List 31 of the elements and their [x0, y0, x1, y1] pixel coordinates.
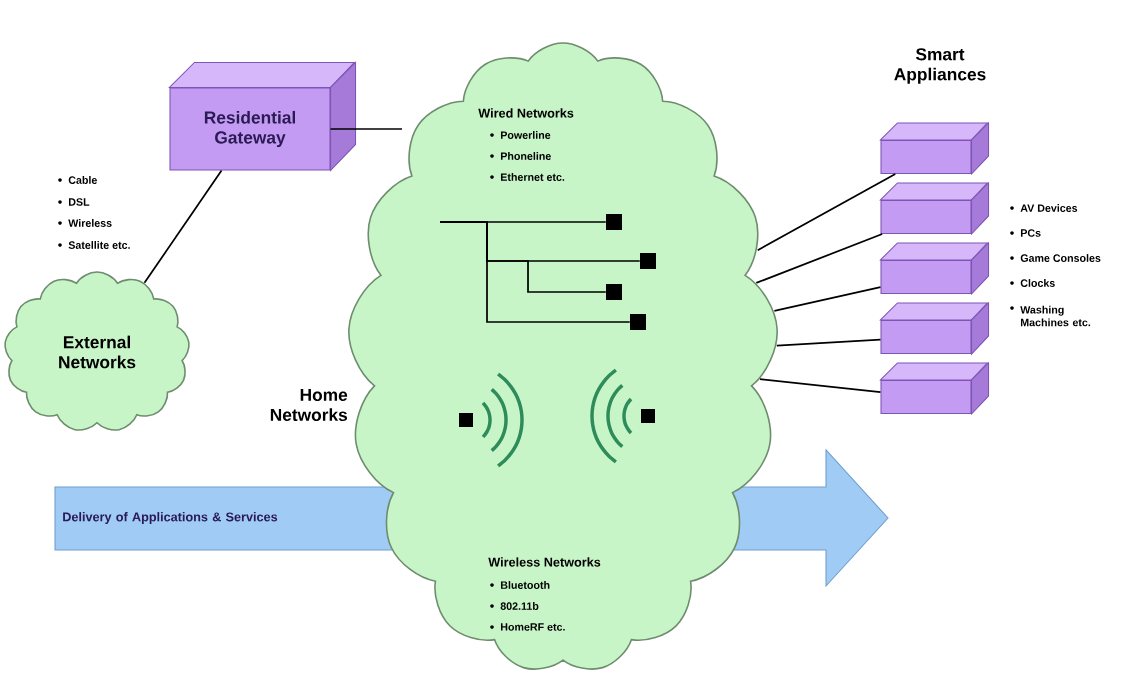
list-item: Satellite etc.: [58, 241, 130, 249]
list-item: Wireless: [58, 219, 112, 227]
gateway-box: Residential Gateway: [168, 61, 357, 172]
cloud-label: Home Networks: [270, 388, 348, 422]
list-item: Cable: [58, 176, 97, 184]
connector-line: [755, 233, 884, 284]
section-heading: Wired Networks: [478, 108, 574, 118]
section-heading: Wireless Networks: [488, 557, 601, 567]
list-item: Washing Machines etc.: [1010, 305, 1091, 327]
device-square: [630, 314, 646, 330]
connector-line: [759, 378, 882, 393]
list-item: DSL: [58, 198, 90, 206]
connector-line: [439, 221, 631, 323]
list-item: PCs: [1010, 229, 1041, 237]
list-item: Clocks: [1010, 279, 1055, 287]
list-item: Bluetooth: [490, 581, 550, 589]
list-item: Powerline: [490, 131, 551, 139]
list-item: AV Devices: [1010, 204, 1078, 212]
connector-line: [775, 338, 882, 347]
list-item: 802.11b: [490, 602, 539, 610]
list-item: Game Consoles: [1010, 254, 1101, 262]
list-item: HomeRF etc.: [490, 623, 565, 631]
section-title: Smart Appliances: [894, 48, 986, 84]
list-item: Phoneline: [490, 152, 551, 160]
connector-line: [329, 128, 403, 130]
connector-line: [773, 286, 882, 312]
cloud: External Networks: [4, 271, 190, 431]
transmitter-square: [641, 409, 655, 423]
connector-line: [143, 169, 223, 284]
connector-line: [756, 173, 897, 252]
list-item: Ethernet etc.: [490, 173, 565, 181]
